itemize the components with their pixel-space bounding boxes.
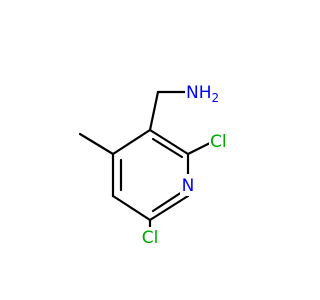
atom-amine: NH2: [185, 80, 219, 105]
bond-ch2-c3: [148, 90, 160, 132]
bond-c3-c2-double: [151, 137, 184, 159]
atom-chlorine-upper: Cl: [209, 130, 233, 152]
bond-c4-methyl: [78, 132, 115, 156]
molecule-structure: NH2 N Cl Cl: [78, 80, 233, 249]
nitrogen-label: N: [182, 176, 195, 196]
chlorine-lower-label: Cl: [142, 228, 159, 248]
atom-ring-nitrogen: N: [180, 174, 197, 196]
bond-n-c6-double: [151, 190, 184, 213]
bond-n-c6: [148, 194, 190, 222]
bond-c2-cl: [186, 140, 214, 156]
bond-c6-c5: [111, 194, 152, 222]
bond-c3-c2: [148, 128, 190, 156]
bond-layer: [78, 90, 214, 234]
atom-chlorine-lower: Cl: [138, 227, 162, 249]
chlorine-upper-label: Cl: [210, 132, 227, 152]
bond-c4-c3: [111, 128, 152, 156]
amine-label: NH2: [186, 83, 219, 105]
